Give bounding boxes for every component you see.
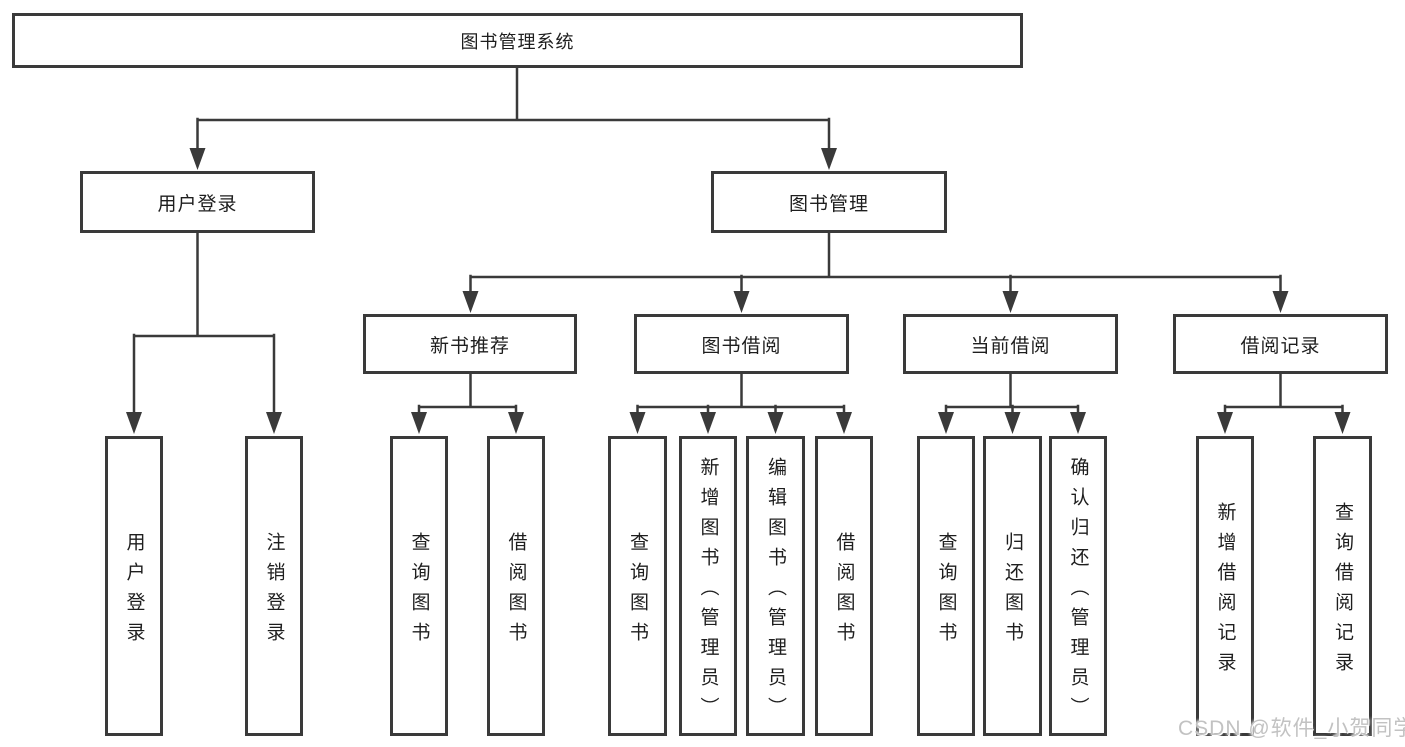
- leaf-query-books-recommend-label: 查询图书: [408, 531, 430, 652]
- leaf-confirm-return-admin-label: 确认归还（管理员）: [1067, 456, 1089, 727]
- leaf-borrow-books-borrowing: 借阅图书: [815, 436, 873, 736]
- leaf-return-book: 归还图书: [983, 436, 1042, 736]
- leaf-edit-book-admin: 编辑图书（管理员）: [746, 436, 805, 736]
- leaf-borrow-books-recommend: 借阅图书: [487, 436, 545, 736]
- tree-connector-path: [132, 66, 1344, 418]
- node-book-management-module: 图书管理: [711, 171, 947, 233]
- leaf-add-borrow-record-label: 新增借阅记录: [1214, 501, 1236, 682]
- node-book-borrowing-label: 图书借阅: [701, 335, 782, 357]
- leaf-query-borrow-record-label: 查询借阅记录: [1332, 501, 1353, 682]
- leaf-query-books-recommend: 查询图书: [390, 436, 448, 736]
- node-borrowing-records: 借阅记录: [1173, 314, 1388, 374]
- leaf-user-login-label: 用户登录: [123, 531, 145, 652]
- node-book-borrowing: 图书借阅: [634, 314, 849, 374]
- leaf-user-login: 用户登录: [105, 436, 163, 736]
- leaf-query-borrow-record: 查询借阅记录: [1313, 436, 1372, 736]
- leaf-query-books-current-label: 查询图书: [935, 531, 957, 652]
- node-new-book-recommend-label: 新书推荐: [429, 335, 510, 357]
- leaf-add-book-admin-label: 新增图书（管理员）: [697, 456, 719, 727]
- arrowhead-icons: [126, 148, 1351, 434]
- node-new-book-recommend: 新书推荐: [363, 314, 577, 374]
- leaf-borrow-books-borrowing-label: 借阅图书: [833, 531, 855, 652]
- node-borrowing-records-label: 借阅记录: [1240, 335, 1321, 357]
- leaf-return-book-label: 归还图书: [1002, 531, 1023, 652]
- node-user-login-module-label: 用户登录: [157, 193, 238, 215]
- leaf-logout-label: 注销登录: [263, 531, 285, 652]
- leaf-query-books-borrowing-label: 查询图书: [627, 531, 648, 652]
- node-current-borrowing: 当前借阅: [903, 314, 1118, 374]
- leaf-logout: 注销登录: [245, 436, 303, 736]
- leaf-borrow-books-recommend-label: 借阅图书: [505, 531, 527, 652]
- csdn-watermark: CSDN @软件_小贺同学: [1178, 717, 1405, 740]
- leaf-edit-book-admin-label: 编辑图书（管理员）: [765, 456, 786, 727]
- leaf-confirm-return-admin: 确认归还（管理员）: [1049, 436, 1107, 736]
- leaf-add-borrow-record: 新增借阅记录: [1196, 436, 1254, 736]
- node-system-root-label: 图书管理系统: [460, 31, 575, 52]
- node-book-management-module-label: 图书管理: [788, 193, 869, 215]
- leaf-add-book-admin: 新增图书（管理员）: [679, 436, 737, 736]
- node-current-borrowing-label: 当前借阅: [970, 335, 1051, 357]
- node-user-login-module: 用户登录: [80, 171, 315, 233]
- leaf-query-books-borrowing: 查询图书: [608, 436, 667, 736]
- node-system-root: 图书管理系统: [12, 13, 1023, 68]
- leaf-query-books-current: 查询图书: [917, 436, 975, 736]
